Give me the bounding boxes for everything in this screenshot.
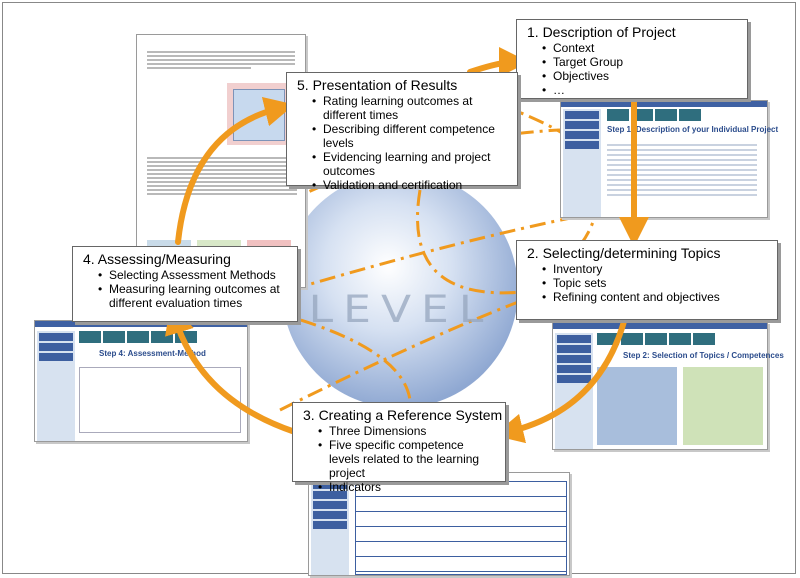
- step4-title: 4. Assessing/Measuring: [83, 251, 231, 267]
- arrow-5-to-1: [467, 47, 529, 78]
- step3-title: 3. Creating a Reference System: [303, 407, 503, 423]
- step5-box: 5. Presentation of Results Rating learni…: [286, 72, 518, 192]
- step2-screen-thumbnail: Step 2: Selection of Topics / Competence…: [552, 322, 784, 450]
- step1-screen-thumbnail: Step 1: Description of your Individual P…: [560, 100, 778, 218]
- step4-box: 4. Assessing/Measuring Selecting Assessm…: [72, 246, 298, 322]
- list-item: …: [542, 83, 739, 97]
- list-item: Rating learning outcomes at different ti…: [312, 94, 509, 122]
- arrow-2-to-3: [493, 315, 628, 444]
- step1-box: 1. Description of Project Context Target…: [516, 19, 748, 99]
- list-item: Indicators: [318, 480, 497, 494]
- level-logo-text: LEVEL: [308, 287, 494, 332]
- arrow-4-to-5: [175, 97, 295, 245]
- list-item: Refining content and objectives: [542, 290, 769, 304]
- list-item: Topic sets: [542, 276, 769, 290]
- arrow-3-to-4: [165, 303, 298, 435]
- list-item: Inventory: [542, 262, 769, 276]
- step1-screen-title: Step 1: Description of your Individual P…: [607, 125, 779, 134]
- step1-list: Context Target Group Objectives …: [527, 41, 739, 97]
- step3-list: Three Dimensions Five specific competenc…: [303, 424, 497, 494]
- step2-screen-title: Step 2: Selection of Topics / Competence…: [623, 351, 784, 360]
- step4-screen-title: Step 4: Assessment-Method: [99, 349, 206, 358]
- list-item: Selecting Assessment Methods: [98, 268, 289, 282]
- step5-list: Rating learning outcomes at different ti…: [297, 94, 509, 192]
- step3-box: 3. Creating a Reference System Three Dim…: [292, 402, 506, 494]
- step1-title: 1. Description of Project: [527, 24, 676, 40]
- list-item: Objectives: [542, 69, 739, 83]
- globe: [282, 172, 518, 408]
- list-item: Three Dimensions: [318, 424, 497, 438]
- list-item: Five specific competence levels related …: [318, 438, 497, 480]
- step2-list: Inventory Topic sets Refining content an…: [527, 262, 769, 304]
- list-item: Measuring learning outcomes at different…: [98, 282, 289, 310]
- list-item: Describing different competence levels: [312, 122, 509, 150]
- list-item: Evidencing learning and project outcomes: [312, 150, 509, 178]
- step2-box: 2. Selecting/determining Topics Inventor…: [516, 240, 778, 320]
- list-item: Target Group: [542, 55, 739, 69]
- step2-title: 2. Selecting/determining Topics: [527, 245, 721, 261]
- step4-list: Selecting Assessment Methods Measuring l…: [83, 268, 289, 310]
- list-item: Validation and certification: [312, 178, 509, 192]
- step5-title: 5. Presentation of Results: [297, 77, 458, 93]
- list-item: Context: [542, 41, 739, 55]
